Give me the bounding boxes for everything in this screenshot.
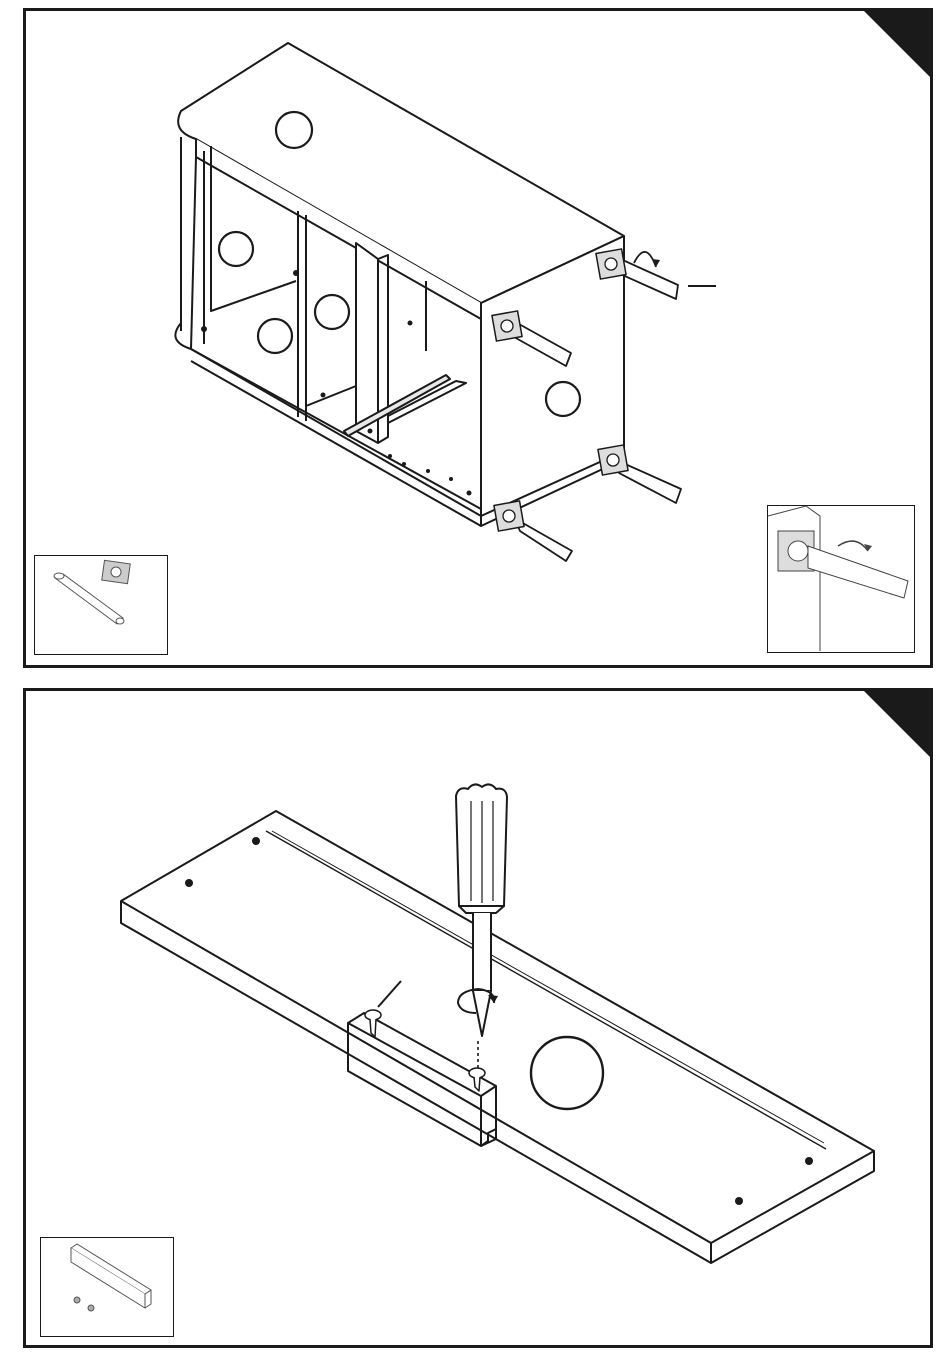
- parts-inset-bracket-and-screws: [40, 1237, 174, 1337]
- parts-inset-leg-and-plate: [34, 555, 168, 655]
- detail-inset-leg-rotation: [767, 505, 915, 653]
- step-panel-leg-attachment: [23, 8, 933, 668]
- leg-and-plate-icon: [35, 556, 166, 653]
- leg-rotation-detail-icon: [768, 506, 913, 651]
- step-panel-bracket-attachment: [23, 688, 933, 1348]
- bracket-and-screws-icon: [41, 1238, 172, 1335]
